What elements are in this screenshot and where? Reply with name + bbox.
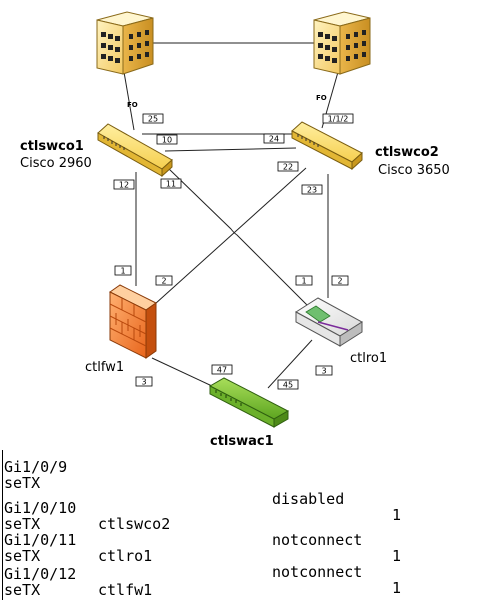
link-swco1-ro1 (167, 167, 309, 307)
terminal-row: Gi1/0/12 ctlfw1 notconnect 1 (4, 550, 362, 600)
svg-text:1: 1 (301, 277, 306, 286)
terminal-row: Gi1/0/11 ctlro1 notconnect 1 (4, 516, 401, 596)
svg-text:2: 2 (161, 277, 166, 286)
svg-text:47: 47 (217, 366, 227, 375)
port-labels: 25 10 24 1/1/2 22 12 11 23 1 2 1 2 47 3 … (113, 113, 354, 390)
port-label: 47 (211, 364, 233, 375)
svg-text:3: 3 (321, 367, 326, 376)
port-id: Gi1/0/11 (4, 531, 77, 549)
fo-label-right: FO (316, 94, 327, 102)
svg-text:12: 12 (119, 181, 129, 190)
port-label: 2 (155, 275, 173, 286)
port-status: notconnect (272, 531, 363, 549)
router-icon (295, 297, 363, 347)
device-name-ctlro1: ctlro1 (350, 351, 387, 366)
device-name-ctlswac1: ctlswac1 (210, 434, 274, 449)
port-id: Gi1/0/9 (4, 458, 68, 476)
port-label: 12 (113, 179, 135, 190)
terminal-row-cont: seTX (4, 566, 40, 598)
port-label: 10 (156, 134, 178, 145)
port-name: ctlswco2 (98, 515, 171, 533)
port-type-cont: seTX (4, 581, 41, 599)
switch-icon-ctlswco2 (291, 121, 363, 171)
svg-text:3: 3 (141, 378, 146, 387)
port-label: 1 (114, 265, 132, 276)
link-ro1-ac1 (267, 339, 313, 389)
port-vlan: 1 (392, 506, 402, 524)
port-label: 45 (277, 379, 299, 390)
svg-text:23: 23 (307, 186, 317, 195)
port-id: Gi1/0/12 (4, 565, 77, 583)
port-vlan: 1 (392, 579, 402, 597)
svg-text:22: 22 (283, 163, 293, 172)
device-name-ctlfw1: ctlfw1 (85, 360, 124, 375)
device-name-ctlswco2: ctlswco2 (375, 145, 439, 160)
svg-text:1: 1 (120, 267, 125, 276)
device-model-ctlswco1: Cisco 2960 (20, 156, 92, 171)
port-id: Gi1/0/10 (4, 499, 77, 517)
link-bld1-swco1 (123, 71, 135, 131)
terminal-row-cont: seTX (4, 500, 40, 532)
terminal-row: Gi1/0/10 ctlswco2 notconnect 1 (4, 484, 401, 564)
svg-text:1/1/2: 1/1/2 (328, 115, 349, 124)
link-fw1-ac1 (151, 357, 213, 387)
port-vlan: 1 (392, 547, 402, 565)
terminal-row-cont: seTX (4, 459, 40, 491)
link-swco1-swco2-b (164, 147, 297, 152)
port-type-cont: seTX (4, 515, 41, 533)
port-label: 3 (135, 376, 153, 387)
network-diagram: FO FO (20, 11, 450, 449)
svg-text:25: 25 (148, 115, 158, 124)
switch-icon-ctlswac1 (208, 377, 290, 428)
building-icon (96, 11, 154, 75)
port-type-cont: seTX (4, 547, 41, 565)
port-label: 22 (277, 161, 299, 172)
link-swco2-fw1 (154, 167, 307, 305)
svg-text:24: 24 (269, 135, 279, 144)
terminal-row-cont: seTX (4, 532, 40, 564)
svg-text:11: 11 (166, 180, 176, 189)
firewall-icon (109, 284, 157, 359)
links (123, 42, 339, 389)
port-name: ctlfw1 (98, 581, 153, 599)
port-status: notconnect (272, 563, 363, 581)
svg-text:2: 2 (337, 277, 342, 286)
port-label: 25 (142, 113, 164, 124)
port-status: notconnect (272, 598, 362, 600)
port-label: 1/1/2 (322, 113, 354, 124)
port-label: 3 (315, 365, 333, 376)
svg-text:45: 45 (283, 381, 293, 390)
port-name: ctlro1 (98, 547, 153, 565)
port-label: 2 (331, 275, 349, 286)
terminal-left-border (2, 450, 3, 600)
building-icon (313, 11, 371, 75)
port-label: 11 (160, 178, 182, 189)
switch-icon-ctlswco1 (97, 123, 173, 178)
port-label: 23 (301, 184, 323, 195)
device-model-ctlswco2: Cisco 3650 (378, 163, 450, 178)
port-status: disabled (272, 490, 345, 508)
terminal-output: Gi1/0/9 disabled 1 seTX Gi1/0/10 ctlswco… (0, 450, 484, 600)
fo-label-left: FO (127, 101, 138, 109)
port-label: 24 (263, 133, 285, 144)
svg-text:10: 10 (162, 136, 172, 145)
port-label: 1 (295, 275, 313, 286)
port-type-cont: seTX (4, 474, 41, 492)
device-name-ctlswco1: ctlswco1 (20, 139, 84, 154)
terminal-row: Gi1/0/9 disabled 1 (4, 450, 401, 523)
